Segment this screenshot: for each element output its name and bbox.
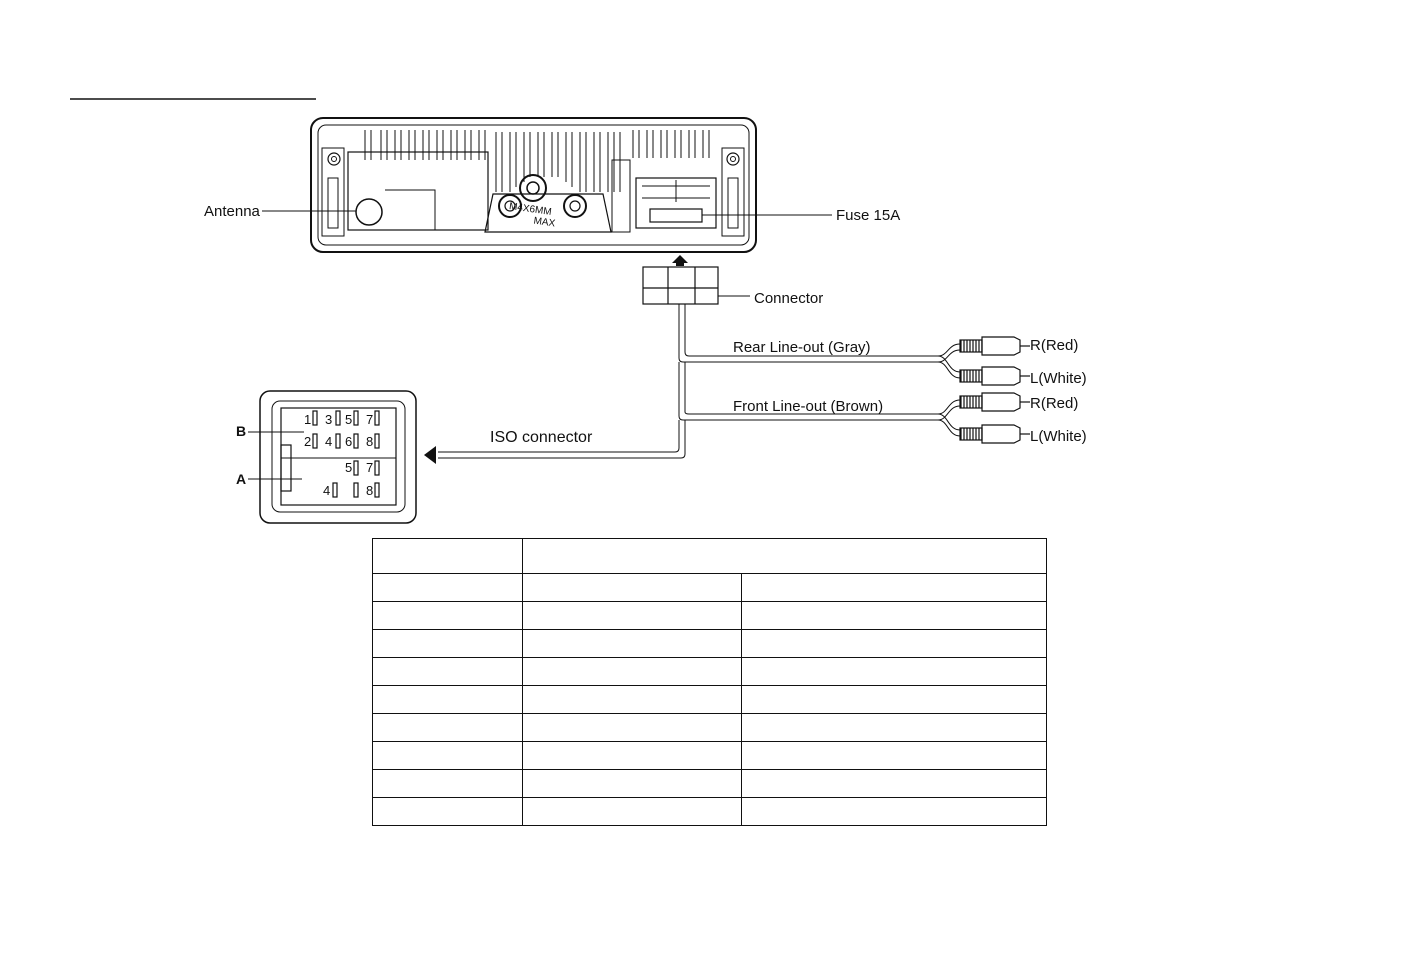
iso-pin-number: 7	[366, 412, 373, 427]
fuse-label: Fuse 15A	[836, 207, 900, 224]
table-cell	[522, 629, 742, 658]
iso-connector-face	[259, 390, 417, 524]
rear-lineout-label: Rear Line-out (Gray)	[733, 339, 871, 356]
iso-pin-number: 5	[345, 460, 352, 475]
table-cell	[372, 629, 523, 658]
front-l-label: L(White)	[1030, 428, 1087, 445]
pin-assignment-table	[372, 538, 1047, 826]
table-row	[372, 797, 1047, 826]
table-cell	[522, 741, 742, 770]
iso-pin-number: 2	[304, 434, 311, 449]
pin-assignment-table-body	[372, 538, 1047, 826]
table-cell	[741, 769, 1047, 798]
antenna-label: Antenna	[204, 203, 261, 220]
screw-icon	[327, 152, 341, 166]
iso-pin-number: 7	[366, 460, 373, 475]
table-row	[372, 601, 1047, 630]
heatsink-fins	[364, 130, 710, 192]
table-cell	[522, 797, 742, 826]
table-cell	[741, 797, 1047, 826]
table-cell	[522, 685, 742, 714]
connector-label: Connector	[754, 290, 823, 307]
table-row	[372, 769, 1047, 798]
table-header-row	[372, 538, 1047, 574]
fuse-holder-icon	[649, 208, 703, 223]
table-cell	[741, 713, 1047, 742]
cable-harness	[438, 304, 961, 459]
rear-r-label: R(Red)	[1030, 337, 1078, 354]
rca-plug-rear-r-icon	[959, 336, 1030, 356]
rear-l-label: L(White)	[1030, 370, 1087, 387]
table-row	[372, 741, 1047, 770]
table-cell	[372, 713, 523, 742]
iso-pin-number: 8	[366, 434, 373, 449]
front-r-label: R(Red)	[1030, 395, 1078, 412]
table-cell	[372, 685, 523, 714]
rca-plug-rear-l-icon	[959, 366, 1030, 386]
table-header-cell	[522, 538, 1047, 574]
table-cell	[372, 769, 523, 798]
table-cell	[372, 601, 523, 630]
rca-plug-front-r-icon	[959, 392, 1030, 412]
table-cell	[741, 657, 1047, 686]
table-row	[372, 685, 1047, 714]
table-row	[372, 657, 1047, 686]
antenna-jack-icon	[355, 198, 383, 226]
table-cell	[741, 741, 1047, 770]
screw-icon	[726, 152, 740, 166]
iso-pin-number: 5	[345, 412, 352, 427]
block-b-label: B	[236, 423, 246, 439]
mount-bolt-icon	[519, 174, 547, 202]
table-cell	[741, 629, 1047, 658]
table-cell	[741, 685, 1047, 714]
table-cell	[522, 713, 742, 742]
table-cell	[372, 797, 523, 826]
table-row	[372, 629, 1047, 658]
table-cell	[372, 573, 523, 602]
iso-pin-number: 4	[325, 434, 332, 449]
table-cell	[522, 769, 742, 798]
table-cell	[522, 573, 742, 602]
table-cell	[522, 601, 742, 630]
table-row	[372, 573, 1047, 602]
table-cell	[522, 657, 742, 686]
iso-pin-number: 4	[323, 483, 330, 498]
table-header-cell	[372, 538, 523, 574]
iso-pin-number: 1	[304, 412, 311, 427]
table-cell	[741, 601, 1047, 630]
iso-pin-number: 3	[325, 412, 332, 427]
block-a-label: A	[236, 471, 246, 487]
front-lineout-label: Front Line-out (Brown)	[733, 398, 883, 415]
unit-marking: MAX	[533, 216, 556, 230]
table-cell	[741, 573, 1047, 602]
iso-pin-slots	[312, 410, 380, 498]
table-row	[372, 713, 1047, 742]
table-cell	[372, 741, 523, 770]
rca-plug-front-l-icon	[959, 424, 1030, 444]
connector-block	[642, 266, 719, 305]
arrow-left-icon	[424, 446, 436, 464]
iso-connector-label: ISO connector	[490, 429, 593, 446]
iso-pin-number: 6	[345, 434, 352, 449]
iso-pin-number: 8	[366, 483, 373, 498]
arrow-up-icon	[672, 255, 688, 263]
table-cell	[372, 657, 523, 686]
head-unit-rear-panel	[310, 117, 757, 253]
